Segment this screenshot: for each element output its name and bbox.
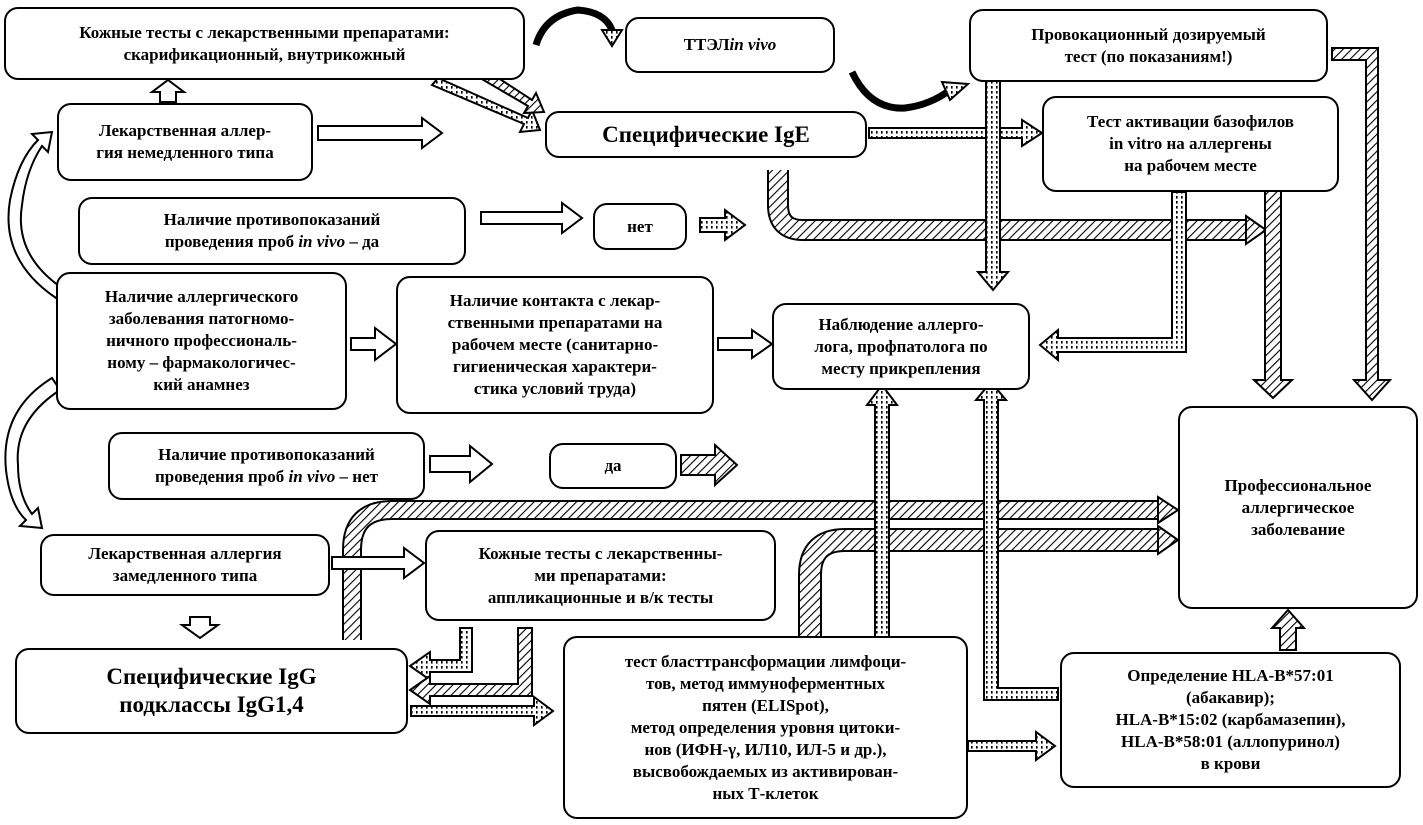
skintests-to-igg-arrow-1 bbox=[408, 627, 473, 682]
provocation-to-observation-arrow bbox=[975, 79, 1011, 292]
contra-yes-line2: проведения проб in vivo – да bbox=[165, 231, 379, 253]
delayed-to-igg-arrow bbox=[178, 616, 222, 640]
skintests-to-igg-arrow-2 bbox=[408, 627, 533, 706]
hla-to-disease-arrow bbox=[1269, 608, 1307, 651]
contra-yes-to-no-arrow bbox=[480, 201, 584, 235]
immediate-to-skintests-arrow bbox=[149, 78, 187, 103]
no-dotted-arrow bbox=[699, 208, 747, 242]
contra-no-italic: in vivo bbox=[288, 467, 336, 486]
contra-yes-suffix: – да bbox=[345, 232, 380, 251]
contra-no-line1: Наличие противопоказаний bbox=[158, 445, 375, 464]
anamnesis-to-immediate-curve bbox=[7, 130, 64, 300]
ige-to-basophil-arrow bbox=[868, 118, 1044, 148]
immediate-allergy-box: Лекарственная аллер- гия немедленного ти… bbox=[57, 103, 313, 181]
anamnesis-box: Наличие аллергического заболевания патог… bbox=[56, 272, 347, 410]
contra-yes-line1: Наличие противопоказаний bbox=[163, 210, 381, 229]
contact-to-observation-arrow bbox=[717, 328, 774, 360]
lymph-to-observation-arrow bbox=[865, 383, 899, 641]
ttel-to-provocation-curve bbox=[848, 70, 953, 112]
contra-yes-prefix: проведения проб bbox=[164, 232, 299, 251]
contra-no-box: Наличие противопоказаний проведения проб… bbox=[108, 432, 425, 500]
basophil-to-disease-arrow bbox=[1251, 189, 1295, 400]
ttel-label: ТТЭЛ bbox=[683, 35, 730, 54]
contra-no-suffix: – нет bbox=[335, 467, 378, 486]
skin-tests-top-box: Кожные тесты с лекарственными препаратам… bbox=[4, 7, 525, 80]
anamnesis-to-contact-arrow bbox=[350, 325, 398, 363]
professional-disease-box: Профессиональное аллергическое заболеван… bbox=[1178, 406, 1418, 609]
ttel-box: ТТЭЛ in vivo bbox=[625, 17, 835, 73]
lymph-to-hla-arrow bbox=[967, 730, 1057, 762]
yes-hatched-arrow bbox=[680, 442, 739, 488]
contra-yes-box: Наличие противопоказаний проведения проб… bbox=[78, 197, 466, 265]
contra-no-to-yes-arrow bbox=[429, 443, 494, 485]
lymph-tests-box: тест бласттрансформации лимфоци- тов, ме… bbox=[563, 636, 968, 819]
basophil-to-observation-arrow bbox=[1038, 191, 1187, 363]
contra-no-prefix: проведения проб bbox=[155, 467, 289, 486]
no-box: нет bbox=[593, 203, 687, 250]
basophil-box: Тест активации базофилов in vitro на алл… bbox=[1042, 96, 1339, 192]
provocation-box: Провокационный дозируемый тест (по показ… bbox=[969, 9, 1328, 82]
hla-to-observation-arrow bbox=[973, 380, 1059, 701]
igg-to-lymph-arrow bbox=[410, 695, 555, 727]
specific-igg-box: Специфические IgG подклассы IgG1,4 bbox=[15, 648, 408, 734]
skintests-to-ige-arrow-1 bbox=[430, 76, 542, 134]
contra-no-line2: проведения проб in vivo – нет bbox=[155, 466, 378, 488]
specific-ige-box: Специфические IgE bbox=[545, 111, 867, 158]
skintests-to-ttel-curve bbox=[532, 6, 616, 47]
contra-yes-italic: in vivo bbox=[298, 232, 346, 251]
delayed-allergy-box: Лекарственная аллергия замедленного типа bbox=[40, 534, 330, 596]
delayed-to-skintests-arrow bbox=[331, 546, 426, 580]
provocation-to-disease-arrow bbox=[1331, 47, 1393, 402]
observation-box: Наблюдение аллерго- лога, профпатолога п… bbox=[772, 303, 1030, 390]
skin-tests-app-box: Кожные тесты с лекарственны- ми препарат… bbox=[425, 530, 776, 621]
ttel-italic: in vivo bbox=[729, 35, 777, 54]
contact-box: Наличие контакта с лекар- ственными преп… bbox=[396, 276, 714, 414]
anamnesis-to-delayed-curve bbox=[4, 376, 62, 530]
hla-box: Определение HLA-B*57:01 (абакавир); HLA-… bbox=[1060, 652, 1401, 788]
yes-box: да bbox=[549, 443, 677, 489]
immediate-to-ige-arrow bbox=[317, 116, 444, 150]
